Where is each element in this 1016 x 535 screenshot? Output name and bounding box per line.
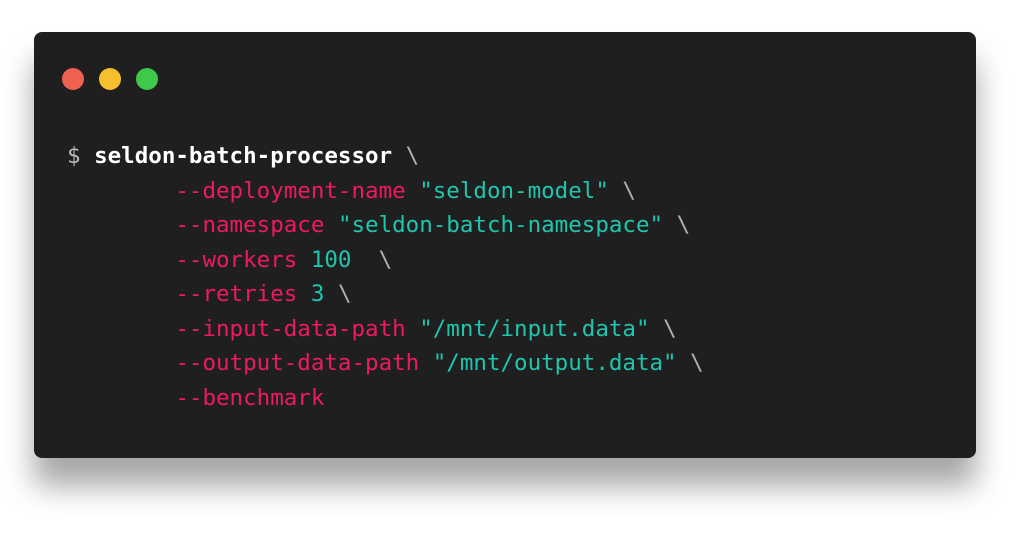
line-continuation: \ xyxy=(405,143,420,169)
flag-value: "/mnt/output.data" xyxy=(432,350,677,376)
argument-line: --benchmark xyxy=(67,381,704,416)
argument-line: --workers 100 \ xyxy=(67,243,704,278)
close-button[interactable] xyxy=(62,68,84,90)
argument-line: --retries 3 \ xyxy=(67,277,704,312)
minimize-button[interactable] xyxy=(99,68,121,90)
line-continuation: \ xyxy=(663,315,677,342)
line-continuation: \ xyxy=(676,212,691,238)
command-line: $ seldon-batch-processor \ xyxy=(67,139,704,174)
maximize-button[interactable] xyxy=(136,68,158,90)
flag-value: 100 xyxy=(310,246,352,273)
line-continuation: \ xyxy=(622,177,636,204)
flag: --deployment-name xyxy=(175,177,406,204)
prompt-symbol: $ xyxy=(67,143,81,169)
line-continuation: \ xyxy=(337,281,352,307)
command-name: seldon-batch-processor xyxy=(94,143,393,169)
line-continuation: \ xyxy=(365,246,393,273)
argument-line: --output-data-path "/mnt/output.data" \ xyxy=(67,346,704,381)
flag: --output-data-path xyxy=(175,350,420,376)
code-block: $ seldon-batch-processor \ --deployment-… xyxy=(67,139,704,415)
argument-line: --deployment-name "seldon-model" \ xyxy=(67,174,704,209)
flag: --namespace xyxy=(175,212,325,238)
flag-value: "/mnt/input.data" xyxy=(419,315,650,342)
argument-line: --namespace "seldon-batch-namespace" \ xyxy=(67,208,704,243)
flag: --input-data-path xyxy=(175,315,406,342)
flag: --workers xyxy=(175,246,298,273)
flag-value: "seldon-model" xyxy=(419,177,609,204)
line-continuation: \ xyxy=(690,350,704,376)
flag-value: 3 xyxy=(310,281,325,307)
argument-line: --input-data-path "/mnt/input.data" \ xyxy=(67,312,704,347)
terminal-window: $ seldon-batch-processor \ --deployment-… xyxy=(34,32,976,458)
flag-value: "seldon-batch-namespace" xyxy=(337,212,664,238)
flag: --retries xyxy=(175,281,298,307)
flag: --benchmark xyxy=(175,384,325,411)
